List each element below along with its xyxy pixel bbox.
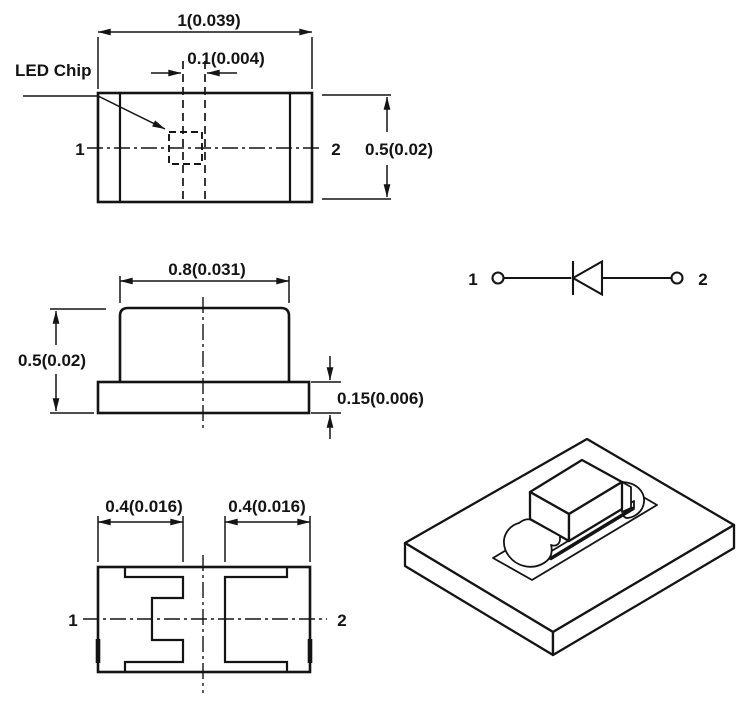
diode-triangle: [570, 259, 604, 297]
pin-1-label: 1: [68, 611, 77, 630]
pin-2-label: 2: [337, 611, 346, 630]
led-chip-label: LED Chip: [15, 61, 92, 80]
pin-1-label: 1: [75, 140, 84, 159]
terminal-circle-1: [491, 271, 505, 285]
dim-body-width-label: 0.8(0.031): [168, 260, 246, 279]
side-view: 0.8(0.031) 0.5(0.02) 0.15(0.006): [18, 260, 424, 439]
dim-pad-right-label: 0.4(0.016): [228, 497, 306, 516]
body-outline-side: [118, 306, 291, 382]
pcb-right-side-face: [551, 523, 736, 657]
right-terminal-band: [621, 481, 632, 513]
led-body-front-face: [567, 480, 624, 543]
led-chip-outline: [168, 131, 203, 165]
top-view: LED Chip 1(0.039) 0.1(0.004) 0.5(0.02) 1…: [15, 11, 433, 204]
terminal-circle-2: [670, 271, 684, 285]
front-solder-fillet: [503, 518, 561, 568]
circuit-symbol: 1 2: [468, 259, 708, 297]
dim-overall-width-label: 1(0.039): [177, 11, 240, 30]
dim-base-thickness-label: 0.15(0.006): [337, 389, 424, 408]
bottom-view: 0.4(0.016) 0.4(0.016) 1 2: [68, 497, 347, 693]
isometric-view: [403, 437, 736, 657]
pin-2-label: 2: [331, 140, 340, 159]
symbol-pin-1-label: 1: [468, 270, 477, 289]
dim-overall-height-label: 0.5(0.02): [365, 140, 433, 159]
dim-side-height-label: 0.5(0.02): [18, 351, 86, 370]
pad-edge-shadow-line: [549, 506, 635, 561]
led-chip-leader-arrow: [23, 95, 166, 130]
dim-chip-offset-label: 0.1(0.004): [187, 49, 265, 68]
dim-pad-left-label: 0.4(0.016): [105, 497, 183, 516]
symbol-pin-2-label: 2: [698, 270, 707, 289]
